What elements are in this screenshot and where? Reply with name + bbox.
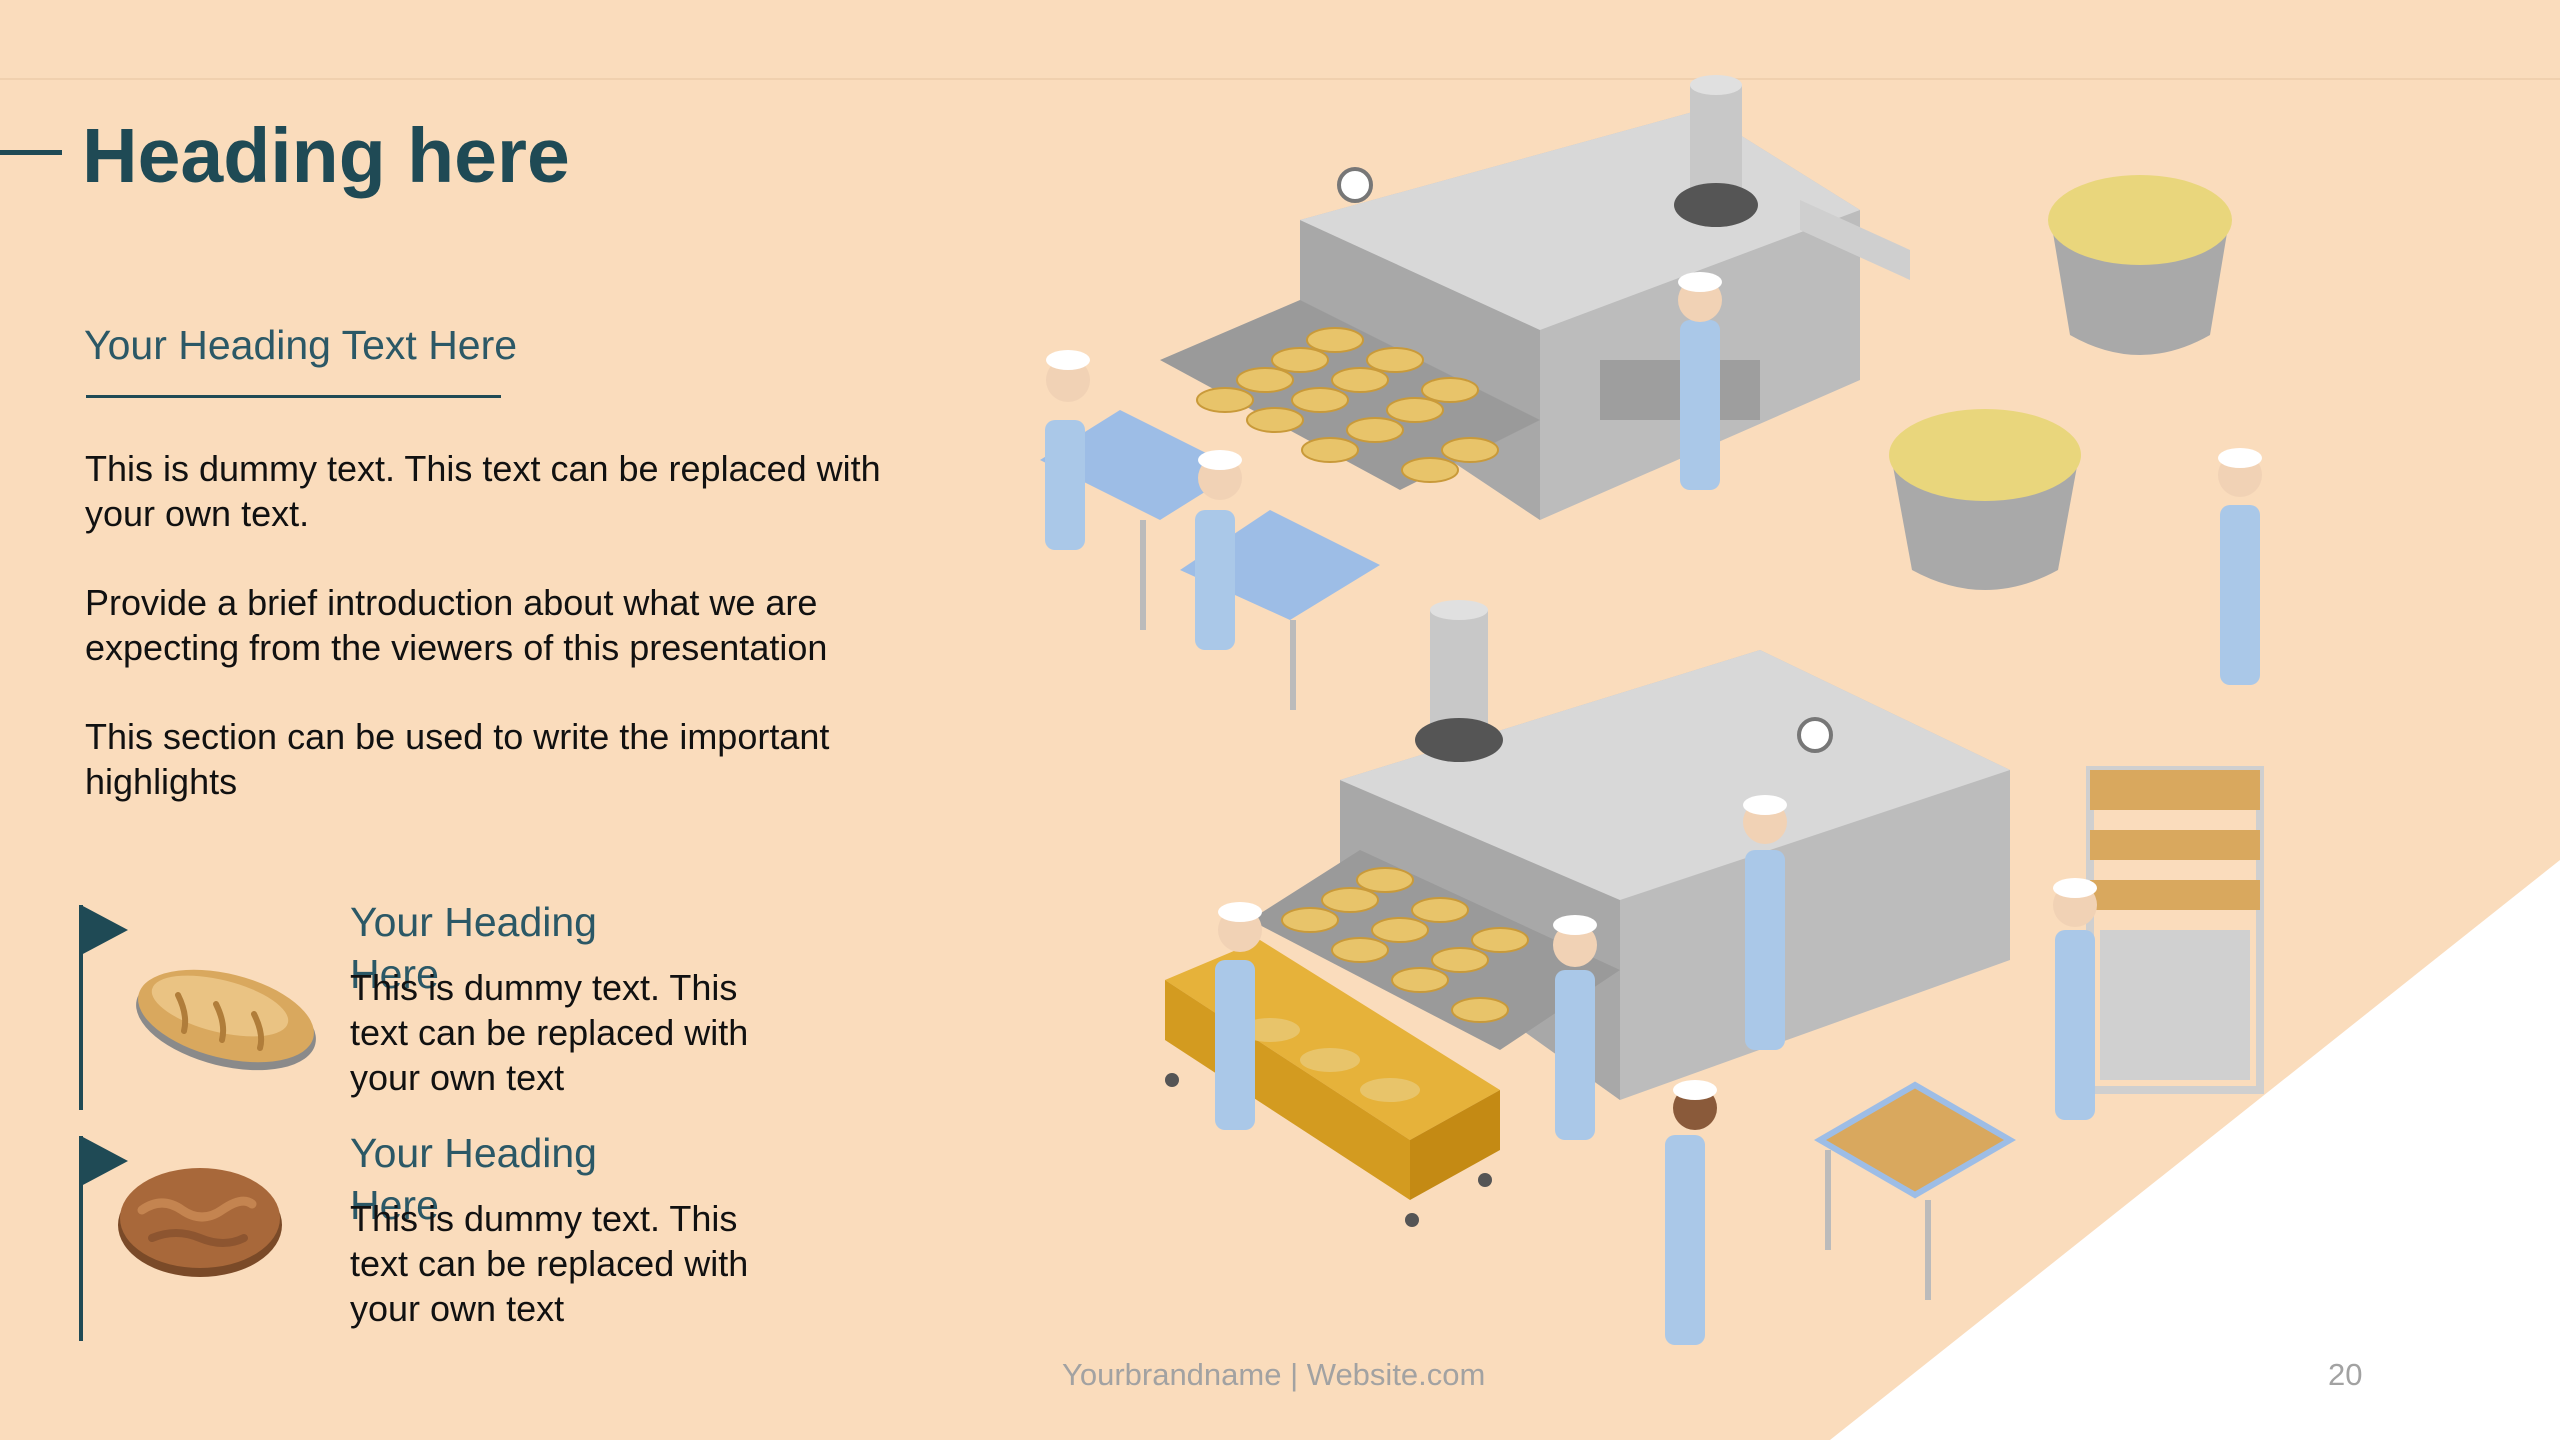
intro-paragraph: This is dummy text. This text can be rep… [85,448,881,534]
heading-accent-line [0,150,62,155]
bread-rack [2086,766,2264,1094]
page-title: Heading here [82,113,570,199]
feature-title: Your Heading Here [350,1130,597,1228]
cookie-table [1814,1081,2016,1300]
feature-text: This is dummy text. This text can be rep… [350,1198,749,1329]
intro-paragraph: This section can be used to write the im… [85,716,830,802]
flag-icon [79,905,128,1110]
feature-text: This is dummy text. This text can be rep… [350,967,749,1098]
bakery-factory-illustration [1040,75,2264,1345]
section-subheading: Your Heading Text Here [84,322,518,368]
top-band [0,0,2560,80]
mixing-bowls [1889,175,2232,590]
flag-icon [79,1136,128,1341]
page-number: 20 [2328,1357,2363,1392]
intro-paragraph: Provide a brief introduction about what … [85,582,828,668]
baguette-icon [136,969,316,1071]
footer-brand: Yourbrandname | Website.com [1062,1357,1486,1392]
round-bread-icon [118,1168,282,1277]
bakery-workers [1045,272,2262,1345]
subheading-underline [86,395,501,398]
feature-title: Your Heading Here [350,899,597,997]
oven-bottom [1250,600,2010,1100]
oven-top [1160,75,1910,520]
